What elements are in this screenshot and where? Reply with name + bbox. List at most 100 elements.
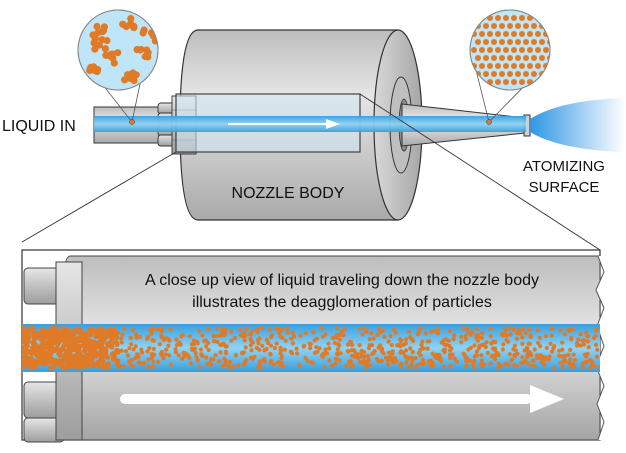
particle [229,338,234,343]
closeup-caption-line1: A close up view of liquid traveling down… [145,272,539,289]
particle [584,354,589,359]
particle [73,337,79,343]
particle [241,362,246,367]
particle [226,363,231,368]
particle [174,337,179,342]
particle [485,350,490,356]
particle [357,360,363,365]
particle [519,63,525,69]
particle [120,332,125,337]
particle [264,337,269,342]
particle [390,351,395,356]
particle [219,326,224,331]
zoom-line-left [21,151,177,243]
particle [188,361,193,366]
particle [448,355,453,360]
particle [180,333,185,338]
particle [503,79,509,85]
particle [560,347,565,352]
particle [531,71,537,77]
particle [361,358,366,363]
magnified-agglomerated-particles [77,9,159,91]
particle [232,336,238,341]
particle [249,348,254,353]
particle [404,360,409,365]
particle [495,15,501,21]
particle [529,353,534,358]
particle [527,63,533,69]
particle [523,71,529,77]
particle [511,63,517,69]
particle [581,361,586,366]
particle [236,363,241,368]
particle [346,349,351,354]
particle [560,364,565,370]
particle [417,328,422,334]
particle [331,335,336,341]
particle [443,337,448,342]
particle [479,335,484,340]
particle [274,326,279,331]
particle [375,332,380,337]
particle [205,340,211,346]
particle [56,339,62,345]
particle [386,339,391,344]
particle [73,363,79,369]
particle [269,335,274,340]
particle [507,39,513,45]
particle [483,23,489,29]
particle [125,353,130,358]
particle [466,347,471,352]
particle [465,356,470,361]
particle [204,355,209,360]
particle [311,330,316,335]
particle [369,331,374,336]
particle [523,55,529,61]
particle [111,333,117,339]
particle [543,355,548,360]
particle [359,354,364,359]
particle [101,45,109,53]
particle [130,76,138,85]
particle [145,349,150,354]
particle [119,336,124,341]
particle [372,349,377,354]
particle [105,354,111,360]
particle [551,365,557,370]
particle [515,23,521,29]
particle [150,364,156,369]
particle [333,357,339,362]
particle [420,339,425,344]
particle [374,356,379,361]
particle [189,342,195,347]
particle [359,351,364,356]
particle [233,353,238,358]
particle [408,346,413,351]
particle [70,333,76,339]
particle [326,341,331,346]
particle [217,359,222,364]
particle [28,356,34,362]
particle [282,347,287,352]
particle [549,326,554,331]
particle [332,340,337,346]
closeup-view [21,249,626,443]
particle [535,63,541,69]
particle [527,31,533,37]
particle [543,333,549,339]
particle [404,337,409,342]
particle [503,63,509,69]
particle [575,341,580,346]
particle [320,353,325,359]
particle [472,343,477,348]
particle [474,326,479,331]
particle [119,340,124,345]
particle [401,350,406,355]
particle [176,353,181,358]
particle [558,328,563,333]
particle [44,359,50,365]
particle [357,343,362,348]
particle [514,364,520,369]
particle [257,362,262,367]
particle [523,358,528,363]
